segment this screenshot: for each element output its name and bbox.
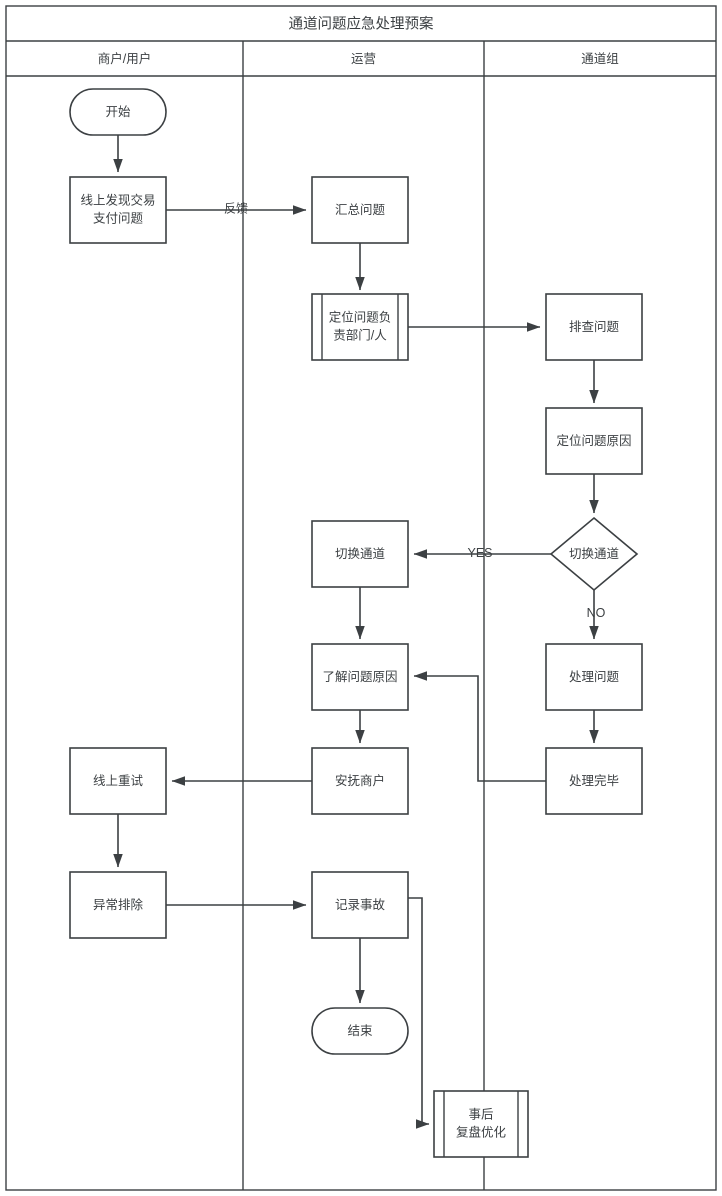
diagram-title: 通道问题应急处理预案 <box>289 14 434 32</box>
node-investigate-issue[interactable]: 排查问题 <box>545 293 643 361</box>
node-locate-root-cause[interactable]: 定位问题原因 <box>545 407 643 475</box>
node-label-appease: 安抚商户 <box>335 773 385 788</box>
edge-done-to-understand <box>413 671 546 782</box>
page-title: 通道问题应急处理预案 <box>289 14 434 32</box>
node-label-review-line2: 复盘优化 <box>456 1124 507 1139</box>
node-switch-channel-decision[interactable]: 切换通道 <box>549 516 639 592</box>
node-collect-issues[interactable]: 汇总问题 <box>311 176 409 244</box>
node-label-resolved: 异常排除 <box>93 897 144 912</box>
node-end[interactable]: 结束 <box>311 1007 409 1055</box>
node-label-end: 结束 <box>347 1024 373 1038</box>
node-post-review-optimization[interactable]: 事后 复盘优化 <box>433 1090 529 1158</box>
node-label-switch-decision: 切换通道 <box>569 547 620 561</box>
lane-label-merchant: 商户/用户 <box>98 51 151 66</box>
node-label-start: 开始 <box>105 105 131 119</box>
edge-label-no: NO <box>587 606 606 620</box>
node-handling-done[interactable]: 处理完毕 <box>545 747 643 815</box>
edge-record-to-review <box>408 897 430 1129</box>
edge-label-layer: 反馈 YES NO <box>224 202 606 620</box>
lane-label-operations: 运营 <box>351 52 376 66</box>
lane-label-channel: 通道组 <box>581 52 619 66</box>
lane-header-merchant: 商户/用户 <box>98 51 151 66</box>
lane-header-channel: 通道组 <box>581 52 619 66</box>
node-locate-owner[interactable]: 定位问题负 责部门/人 <box>311 293 409 361</box>
node-handle-issue[interactable]: 处理问题 <box>545 643 643 711</box>
node-label-retry: 线上重试 <box>93 773 144 788</box>
node-label-discover-line2: 支付问题 <box>93 211 144 225</box>
node-label-handle: 处理问题 <box>569 670 620 684</box>
edge-label-yes: YES <box>467 546 492 560</box>
node-switch-channel-action[interactable]: 切换通道 <box>311 520 409 588</box>
node-appease-merchant[interactable]: 安抚商户 <box>311 747 409 815</box>
node-label-investigate: 排查问题 <box>569 320 620 334</box>
edge-label-feedback: 反馈 <box>224 202 248 216</box>
node-label-review-line1: 事后 <box>468 1107 493 1121</box>
node-label-record: 记录事故 <box>335 897 386 912</box>
node-understand-cause[interactable]: 了解问题原因 <box>311 643 409 711</box>
node-label-collect: 汇总问题 <box>335 203 386 217</box>
lane-header-operations: 运营 <box>351 52 376 66</box>
node-label-discover-line1: 线上发现交易 <box>80 192 155 207</box>
node-label-understand: 了解问题原因 <box>322 670 397 684</box>
node-label-done: 处理完毕 <box>569 773 619 788</box>
node-discover-payment-issue[interactable]: 线上发现交易 支付问题 <box>69 176 167 244</box>
node-label-locate-owner-line2: 责部门/人 <box>333 327 387 342</box>
node-start[interactable]: 开始 <box>69 88 167 136</box>
node-exception-resolved[interactable]: 异常排除 <box>69 871 167 939</box>
node-label-locate-cause: 定位问题原因 <box>556 433 631 448</box>
node-label-locate-owner-line1: 定位问题负 <box>329 309 392 324</box>
edge-layer <box>113 135 599 1129</box>
node-online-retry[interactable]: 线上重试 <box>69 747 167 815</box>
node-label-switch-do: 切换通道 <box>335 547 386 561</box>
node-record-incident[interactable]: 记录事故 <box>311 871 409 939</box>
